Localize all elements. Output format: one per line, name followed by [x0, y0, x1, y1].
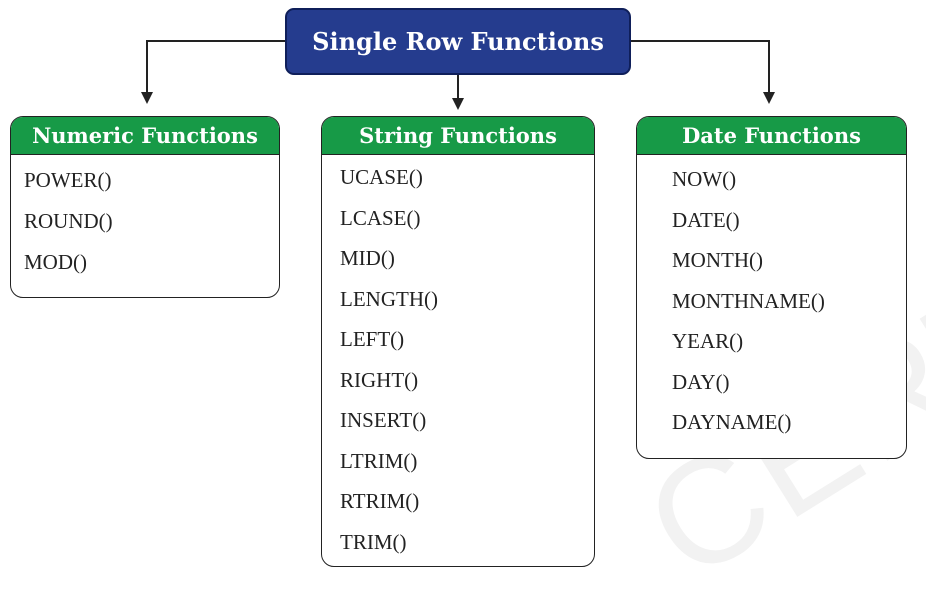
list-item: NOW() — [672, 167, 737, 191]
card-title: String Functions — [359, 123, 557, 148]
list-item: MONTHNAME() — [672, 288, 825, 313]
arrowhead-string — [452, 98, 464, 110]
list-item: TRIM() — [340, 529, 407, 554]
numeric-functions-card: Numeric Functions POWER() ROUND() MOD() — [10, 116, 280, 298]
root-node: Single Row Functions — [285, 8, 631, 75]
list-item: RTRIM() — [340, 489, 420, 513]
connector-lines — [141, 40, 775, 110]
string-functions-card: String Functions UCASE() LCASE() MID() L… — [321, 116, 595, 567]
list-item: MONTH() — [672, 248, 763, 272]
list-item: LTRIM() — [340, 448, 418, 473]
card-header: Date Functions — [637, 117, 906, 155]
arrowhead-date — [763, 92, 775, 104]
date-functions-card: Date Functions NOW() DATE() MONTH() MONT… — [636, 116, 907, 459]
connector-to-date — [631, 40, 770, 92]
list-item: MID() — [340, 246, 395, 270]
list-item: DATE() — [672, 207, 740, 232]
list-item: LEFT() — [340, 327, 405, 351]
list-item: DAY() — [672, 369, 730, 394]
list-item: DAYNAME() — [672, 410, 792, 434]
list-item: LENGTH() — [340, 286, 438, 311]
arrowhead-numeric — [141, 92, 153, 104]
function-list: POWER() ROUND() MOD() — [11, 155, 279, 284]
card-title: Date Functions — [682, 123, 861, 148]
connector-to-numeric — [146, 40, 285, 92]
function-list: NOW() DATE() MONTH() MONTHNAME() YEAR() … — [637, 155, 906, 443]
card-header: Numeric Functions — [11, 117, 279, 155]
list-item: YEAR() — [672, 329, 744, 353]
list-item: UCASE() — [340, 165, 423, 189]
list-item: POWER() — [24, 168, 112, 192]
card-title: Numeric Functions — [32, 123, 258, 148]
function-list: UCASE() LCASE() MID() LENGTH() LEFT() RI… — [322, 155, 594, 562]
list-item: ROUND() — [24, 209, 113, 233]
list-item: MOD() — [24, 250, 87, 274]
root-title: Single Row Functions — [312, 27, 604, 56]
list-item: INSERT() — [340, 408, 427, 432]
list-item: RIGHT() — [340, 367, 419, 392]
list-item: LCASE() — [340, 205, 421, 230]
card-header: String Functions — [322, 117, 594, 155]
